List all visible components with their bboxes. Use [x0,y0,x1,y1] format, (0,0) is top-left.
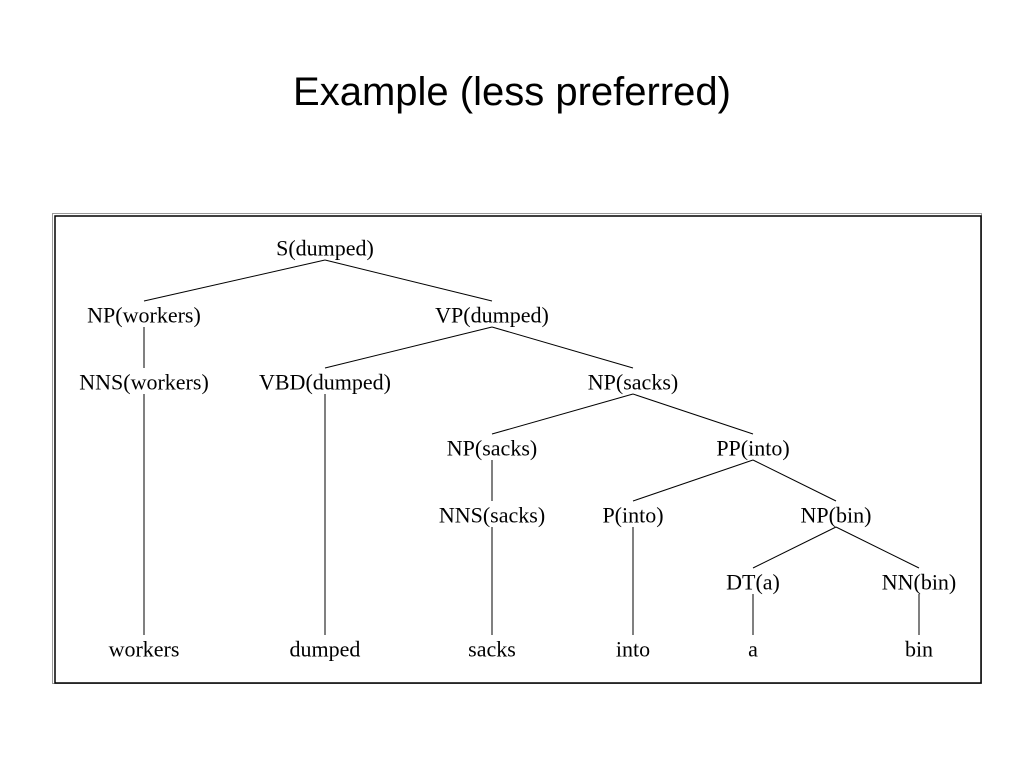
tree-edge-vp-to-np-sacks-top [491,326,634,369]
tree-node-nns-workers: NNS(workers) [79,370,209,395]
tree-edge-np-sacks-top-to-pp [632,393,754,435]
leaf-word-w-sacks: sacks [468,637,516,662]
slide-title: Example (less preferred) [293,70,731,114]
tree-edge-pp-to-p [632,459,754,502]
tree-edge-np-sacks-top-to-np-sacks [491,393,634,435]
leaf-word-w-into: into [616,637,650,662]
tree-node-p: P(into) [602,503,663,528]
tree-edge-np-bin-to-dt [752,526,837,569]
leaf-word-w-bin: bin [905,637,933,662]
tree-edge-s-to-np-workers [143,259,326,302]
tree-edge-s-to-vp [324,259,493,302]
tree-edge-np-bin-to-nn [835,526,920,569]
tree-node-np-workers: NP(workers) [87,303,201,328]
tree-node-nn: NN(bin) [882,570,957,595]
parse-tree: S(dumped) NP(workers) VP(dumped) NNS(worker… [54,215,982,684]
leaf-word-w-workers: workers [109,637,180,662]
tree-node-vbd: VBD(dumped) [259,370,391,395]
leaf-word-w-a: a [748,637,758,662]
leaf-word-w-dumped: dumped [290,637,361,662]
tree-node-np-sacks-top: NP(sacks) [588,370,678,395]
tree-node-vp: VP(dumped) [435,303,549,328]
tree-node-dt: DT(a) [726,570,780,595]
parse-tree-frame: S(dumped) NP(workers) VP(dumped) NNS(worker… [52,213,982,684]
tree-node-nns-sacks: NNS(sacks) [439,503,545,528]
tree-node-np-sacks: NP(sacks) [447,436,537,461]
tree-node-pp: PP(into) [716,436,789,461]
tree-edge-vp-to-vbd [324,326,493,369]
tree-edge-pp-to-np-bin [752,459,837,502]
tree-node-s: S(dumped) [276,236,374,261]
tree-node-np-bin: NP(bin) [801,503,872,528]
